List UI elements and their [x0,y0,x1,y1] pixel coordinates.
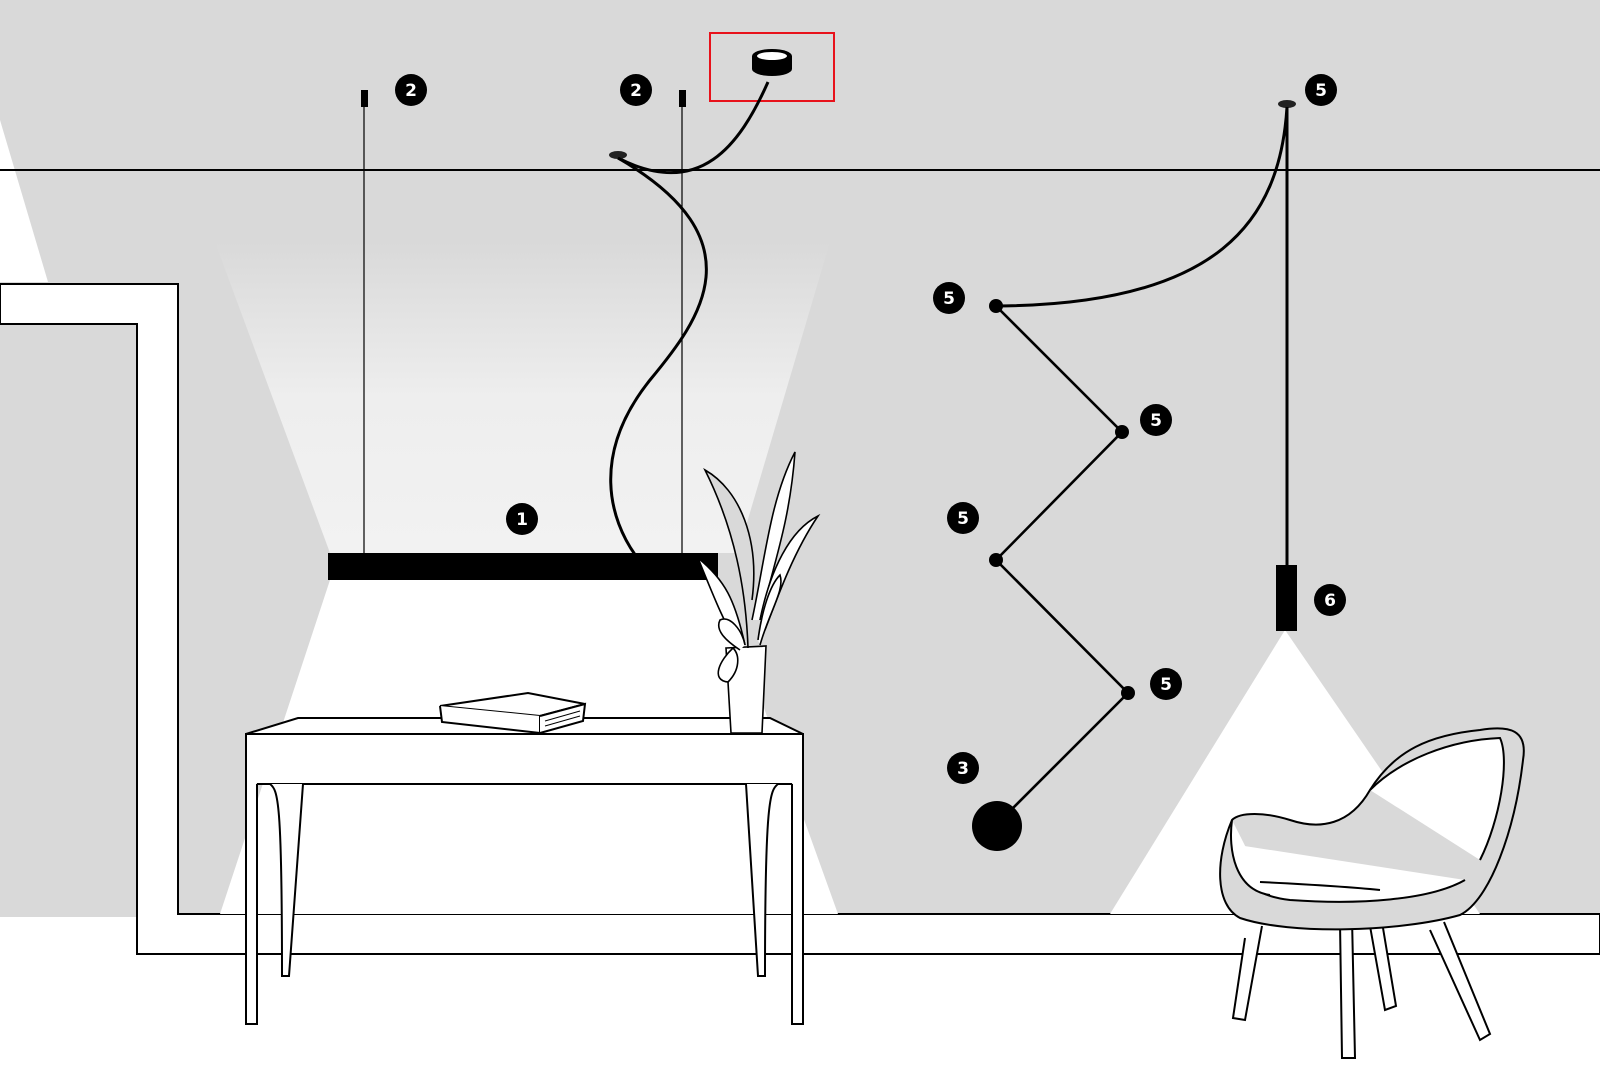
plant-icon [697,451,821,734]
wall-light-globe [972,801,1022,851]
anchor-point [989,553,1003,567]
feed-cable [609,156,708,557]
power-cable [617,81,770,175]
callout-badge-2-left: 2 [395,74,427,106]
callout-badge-5-anchor-1: 5 [933,282,965,314]
cable-canopy-icon [609,151,627,159]
callout-label: 5 [1315,81,1327,101]
wall-cable [995,106,1289,308]
ceiling-canopy-icon [752,49,792,76]
callout-label: 3 [957,759,969,779]
callout-label: 5 [1150,411,1162,431]
callout-label: 2 [630,81,642,101]
callout-badge-1: 1 [506,503,538,535]
callout-badge-5-ceiling: 5 [1305,74,1337,106]
callout-label: 6 [1324,591,1336,611]
door-frame [0,283,1600,955]
callout-label: 5 [943,289,955,309]
callout-label: 2 [405,81,417,101]
anchor-point [1115,425,1129,439]
suspension-clamp-icon [361,90,368,107]
callout-badge-3: 3 [947,752,979,784]
spot-pendant [1276,565,1297,631]
anchor-point [1121,686,1135,700]
anchor-point [989,299,1003,313]
side-wall [0,120,48,282]
callout-badge-2-right: 2 [620,74,652,106]
uplight-beam [215,242,830,553]
callout-badge-5-anchor-4: 5 [1150,668,1182,700]
chair-icon [1219,727,1525,1059]
linear-pendant [328,553,718,580]
callout-label: 5 [1160,675,1172,695]
suspension-clamp-icon [679,90,686,107]
book-icon [439,691,587,735]
wall-canopy-icon [1278,100,1296,108]
callout-badge-5-anchor-3: 5 [947,502,979,534]
highlight-frame [709,32,835,102]
callout-badge-5-anchor-2: 5 [1140,404,1172,436]
callout-label: 1 [516,510,528,530]
callout-badge-6: 6 [1314,584,1346,616]
callout-label: 5 [957,509,969,529]
